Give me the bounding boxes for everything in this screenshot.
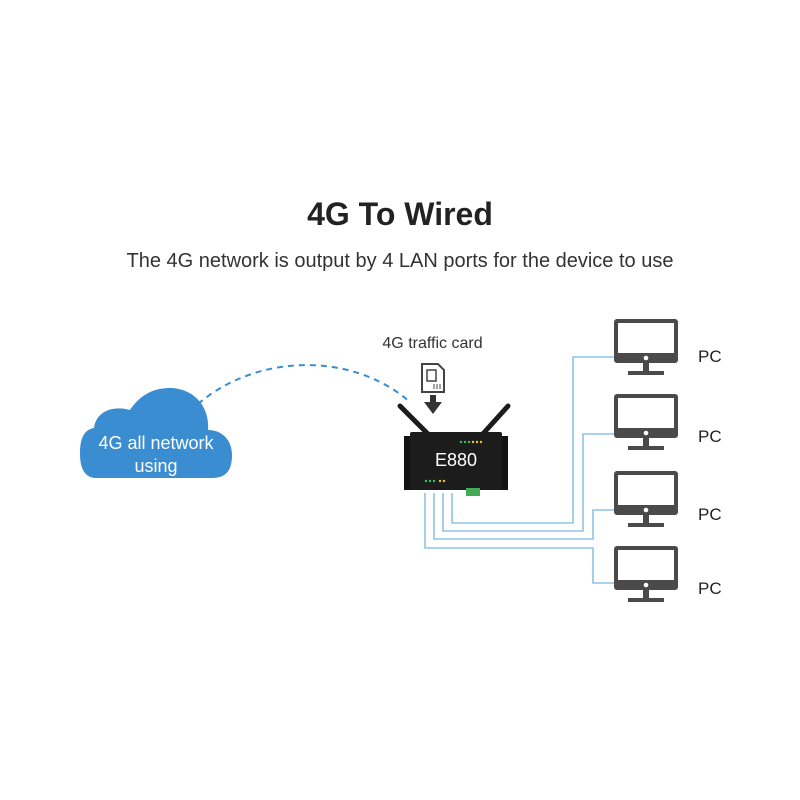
pc-label-1: PC <box>698 347 722 366</box>
pc-label-4: PC <box>698 579 722 598</box>
pc-label-3: PC <box>698 505 722 524</box>
lan-cables <box>424 356 614 584</box>
antenna-left <box>397 403 433 439</box>
page-subtitle: The 4G network is output by 4 LAN ports … <box>126 250 674 272</box>
e880-device <box>397 403 511 496</box>
arrow-down-icon <box>424 395 442 414</box>
lan-cable-1 <box>451 356 614 524</box>
status-leds <box>424 440 483 483</box>
pc-label-2: PC <box>698 427 722 446</box>
device-label: E880 <box>434 450 478 470</box>
monitor-icon <box>614 394 678 450</box>
cloud-icon <box>80 388 232 478</box>
lan-cable-2 <box>442 433 614 532</box>
page-title: 4G To Wired <box>307 196 493 232</box>
cloud-label: 4G all network using <box>98 433 214 476</box>
monitor-icon <box>614 471 678 527</box>
sim-card-icon <box>421 363 445 393</box>
sim-card-label: 4G traffic card <box>382 335 483 352</box>
lan-cable-4 <box>424 493 614 584</box>
monitor-icon <box>614 546 678 602</box>
lan-cable-3 <box>433 493 614 540</box>
monitor-icon <box>614 319 678 375</box>
wireless-link <box>197 364 411 405</box>
antenna-right <box>478 403 511 439</box>
